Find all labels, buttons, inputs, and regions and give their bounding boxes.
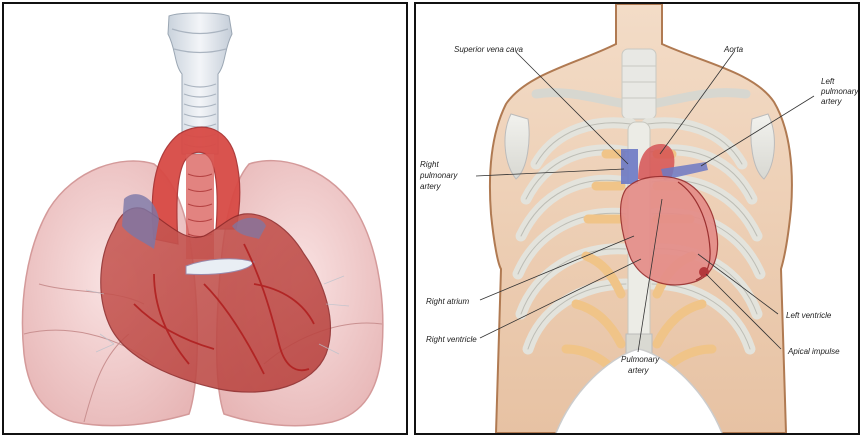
- label-left-pulmonary-artery-3: artery: [821, 97, 842, 106]
- label-pulmonary-artery-2: artery: [628, 366, 649, 375]
- superior-vena-cava: [621, 149, 638, 184]
- heart-lungs-illustration: [2, 2, 408, 435]
- label-aorta: Aorta: [723, 45, 744, 54]
- label-right-ventricle: Right ventricle: [426, 335, 477, 344]
- label-right-atrium: Right atrium: [426, 297, 469, 306]
- label-right-pulmonary-artery-3: artery: [420, 182, 441, 191]
- label-right-pulmonary-artery-2: pulmonary: [419, 171, 458, 180]
- label-left-pulmonary-artery-1: Left: [821, 77, 835, 86]
- label-left-ventricle: Left ventricle: [786, 311, 832, 320]
- thorax-illustration: Superior vena cava Aorta Left pulmonary …: [414, 2, 860, 435]
- label-superior-vena-cava: Superior vena cava: [454, 45, 523, 54]
- thorax-svg: Superior vena cava Aorta Left pulmonary …: [416, 4, 858, 433]
- vertebral-column: [622, 49, 656, 119]
- label-apical-impulse: Apical impulse: [787, 347, 840, 356]
- heart-lungs-svg: [4, 4, 406, 433]
- label-left-pulmonary-artery-2: pulmonary: [820, 87, 858, 96]
- label-right-pulmonary-artery-1: Right: [420, 160, 439, 169]
- label-pulmonary-artery-1: Pulmonary: [621, 355, 660, 364]
